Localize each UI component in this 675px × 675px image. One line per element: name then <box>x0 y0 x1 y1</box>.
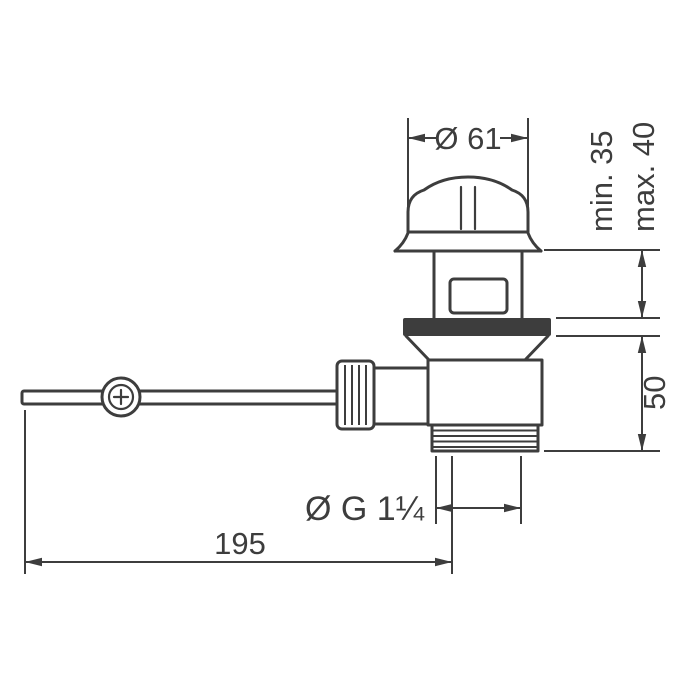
waste-flange <box>393 231 543 253</box>
overflow-slot <box>448 277 509 315</box>
dim-label-rod-length: 195 <box>214 526 266 561</box>
arrowhead-up <box>637 336 647 353</box>
popup-cap <box>406 175 530 234</box>
arrowhead-down <box>637 434 647 451</box>
locknut-washer <box>403 318 551 336</box>
dim-label-min-depth: min. 35 <box>584 130 619 232</box>
knurled-nut-body <box>335 359 376 431</box>
arrowhead-right <box>511 133 528 143</box>
upper-body-tube <box>432 249 524 320</box>
arrowhead-up <box>637 250 647 267</box>
flange-right-curve <box>526 231 543 253</box>
tube-walls <box>432 249 524 320</box>
flange-left-curve <box>393 231 410 253</box>
dim-top-diameter: Ø 61 <box>407 118 529 228</box>
dim-label-top-diameter: Ø 61 <box>434 121 501 156</box>
pivot-joint <box>100 376 142 418</box>
dim-label-thread-size: Ø G 1¼ <box>305 490 425 528</box>
arrowhead-right <box>435 557 452 567</box>
threaded-tail <box>430 423 540 453</box>
pivot-inner-ring <box>107 383 135 411</box>
dim-body-height: 50 <box>544 335 672 452</box>
waste-valve-assembly <box>20 175 551 453</box>
dim-thread-size: Ø G 1¼ <box>305 456 522 528</box>
knurl-lines <box>344 365 367 425</box>
arrowhead-right <box>504 503 521 513</box>
dim-mounting-depth: min. 35 max. 40 <box>544 122 661 319</box>
pull-rod <box>20 389 341 406</box>
valve-body <box>426 358 544 427</box>
arrowhead-left <box>436 503 453 513</box>
side-port <box>372 366 430 426</box>
dim-label-max-depth: max. 40 <box>626 122 661 232</box>
body-taper <box>404 334 550 362</box>
dim-label-body-height: 50 <box>637 376 672 410</box>
arrowhead-down <box>637 301 647 318</box>
dim-rod-length: 195 <box>24 410 453 574</box>
cap-dome <box>406 175 530 234</box>
pivot-cross <box>112 388 130 406</box>
extension-lines <box>435 456 522 524</box>
arrowhead-left <box>408 133 425 143</box>
knurled-nut <box>335 359 376 431</box>
extension-lines <box>407 118 529 228</box>
arrowhead-left <box>25 557 42 567</box>
cap-stem-lines <box>459 185 477 231</box>
thread-lines <box>432 429 538 448</box>
